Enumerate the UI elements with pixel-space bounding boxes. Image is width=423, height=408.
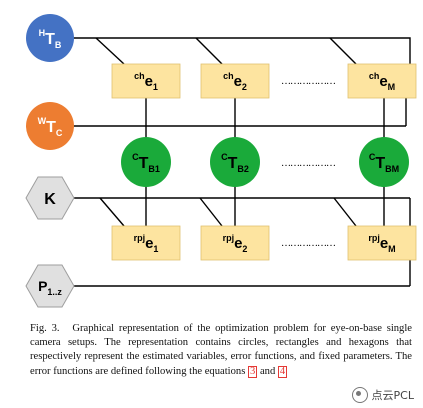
svg-text:CTB1: CTB1 (132, 152, 160, 174)
svg-text:CTB2: CTB2 (221, 152, 249, 174)
ellipsis-row3: ……………… (281, 238, 335, 249)
box-rpje1: rpje1 (111, 225, 181, 261)
svg-text:che2: che2 (223, 71, 247, 92)
ellipsis-row1: ……………… (281, 76, 335, 87)
watermark: 点云PCL (348, 386, 417, 404)
node-ctbm: CTBM (359, 137, 409, 187)
caption-text: Graphical representation of the optimiza… (30, 323, 412, 377)
figure-caption: Fig. 3. Graphical representation of the … (30, 322, 412, 379)
svg-text:che1: che1 (134, 71, 158, 92)
box-rpje2: rpje2 (200, 225, 270, 261)
node-htb: HTB (26, 14, 74, 62)
edge-k-rpje1 (99, 197, 125, 227)
svg-text:WTC: WTC (38, 116, 63, 138)
svg-text:cheM: cheM (369, 71, 395, 92)
equation-ref-3[interactable]: 3 (248, 365, 258, 378)
box-che2: che2 (200, 63, 270, 99)
edge-row-htb-right (384, 37, 411, 72)
box-che1: che1 (111, 63, 181, 99)
svg-text:P1..z: P1..z (38, 278, 62, 297)
equation-ref-4[interactable]: 4 (277, 365, 288, 378)
box-chem: cheM (347, 63, 417, 99)
node-ctb2: CTB2 (210, 137, 260, 187)
svg-text:rpjeM: rpjeM (368, 233, 395, 254)
edge-k-rpjem (333, 197, 357, 227)
svg-text:K: K (44, 191, 56, 208)
edge-htb-che2 (195, 37, 223, 65)
wechat-logo-icon (351, 387, 368, 403)
svg-text:rpje2: rpje2 (223, 233, 248, 254)
watermark-text: 点云PCL (371, 389, 414, 402)
node-wtc: WTC (26, 102, 74, 150)
box-rpjem: rpjeM (347, 225, 417, 261)
ellipsis-row2: ……………… (281, 158, 335, 169)
svg-text:rpje1: rpje1 (134, 233, 159, 254)
edge-htb-che1 (95, 37, 125, 65)
edge-htb-chem (329, 37, 357, 65)
caption-and: and (259, 365, 276, 377)
factor-graph-diagram: HTB WTC K P1..z che1 che2 cheM (25, 14, 417, 308)
edge-k-rpje2 (199, 197, 223, 227)
node-p1z: P1..z (25, 264, 75, 308)
node-ctb1: CTB1 (121, 137, 171, 187)
svg-text:HTB: HTB (39, 28, 62, 50)
svg-text:CTBM: CTBM (369, 152, 399, 174)
node-k: K (25, 176, 75, 220)
figure-label: Fig. 3. (30, 323, 60, 334)
